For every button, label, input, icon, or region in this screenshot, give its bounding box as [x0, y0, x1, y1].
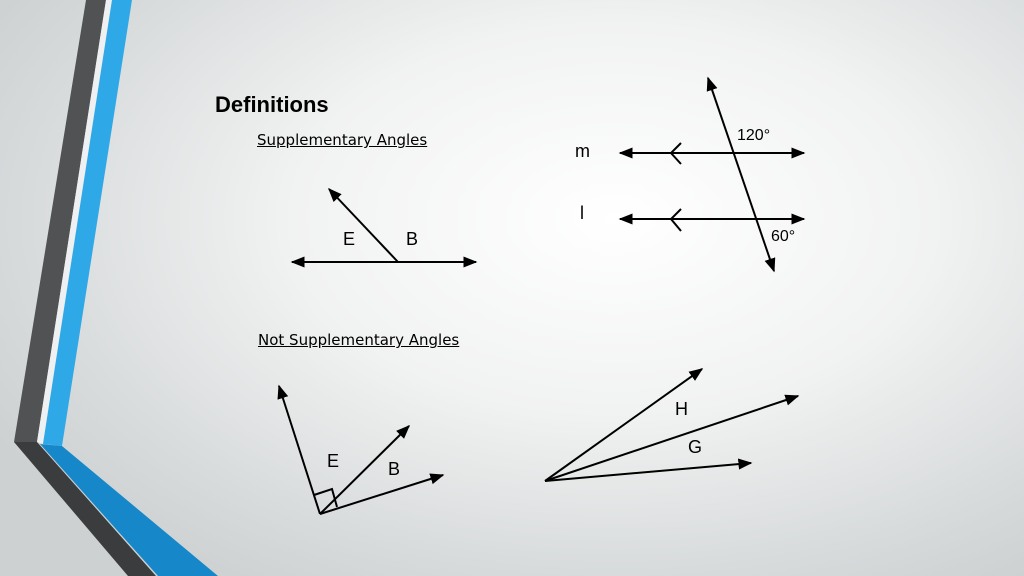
dark-band-bottom: [14, 442, 156, 576]
supp-label-e: E: [343, 229, 355, 249]
transversal: [706, 76, 776, 273]
ra-label-e: E: [327, 451, 339, 471]
fan-rays-figure: H G: [544, 368, 800, 482]
right-angle-figure: E B: [277, 384, 445, 515]
light-separator: [37, 0, 112, 444]
angle-label-120: 120°: [737, 127, 770, 144]
parallel-lines-figure: m l 120° 60°: [575, 76, 806, 273]
supp-label-b: B: [406, 229, 418, 249]
supp-ray: [328, 187, 399, 263]
right-angle-mark: [313, 487, 338, 508]
line-m-parallel-mark: [669, 142, 682, 165]
ra-ray-up: [277, 384, 321, 515]
supplementary-angle-figure: E B: [290, 187, 478, 268]
dark-band: [14, 0, 106, 442]
blue-band-bottom: [40, 444, 218, 576]
ra-label-b: B: [388, 459, 400, 479]
fan-ray-top: [544, 368, 704, 482]
line-l-parallel-mark: [669, 208, 682, 232]
fan-ray-low: [544, 458, 753, 482]
slide-title: Definitions: [215, 92, 329, 117]
fan-label-g: G: [688, 437, 702, 457]
label-l: l: [580, 203, 584, 223]
blue-band: [43, 0, 132, 446]
fan-ray-mid: [544, 394, 800, 482]
ra-ray-low: [319, 473, 445, 515]
fan-label-h: H: [675, 399, 688, 419]
not-supplementary-heading: Not Supplementary Angles: [258, 331, 460, 349]
label-m: m: [575, 141, 590, 161]
angle-label-60: 60°: [771, 228, 795, 245]
supplementary-heading: Supplementary Angles: [257, 131, 428, 149]
